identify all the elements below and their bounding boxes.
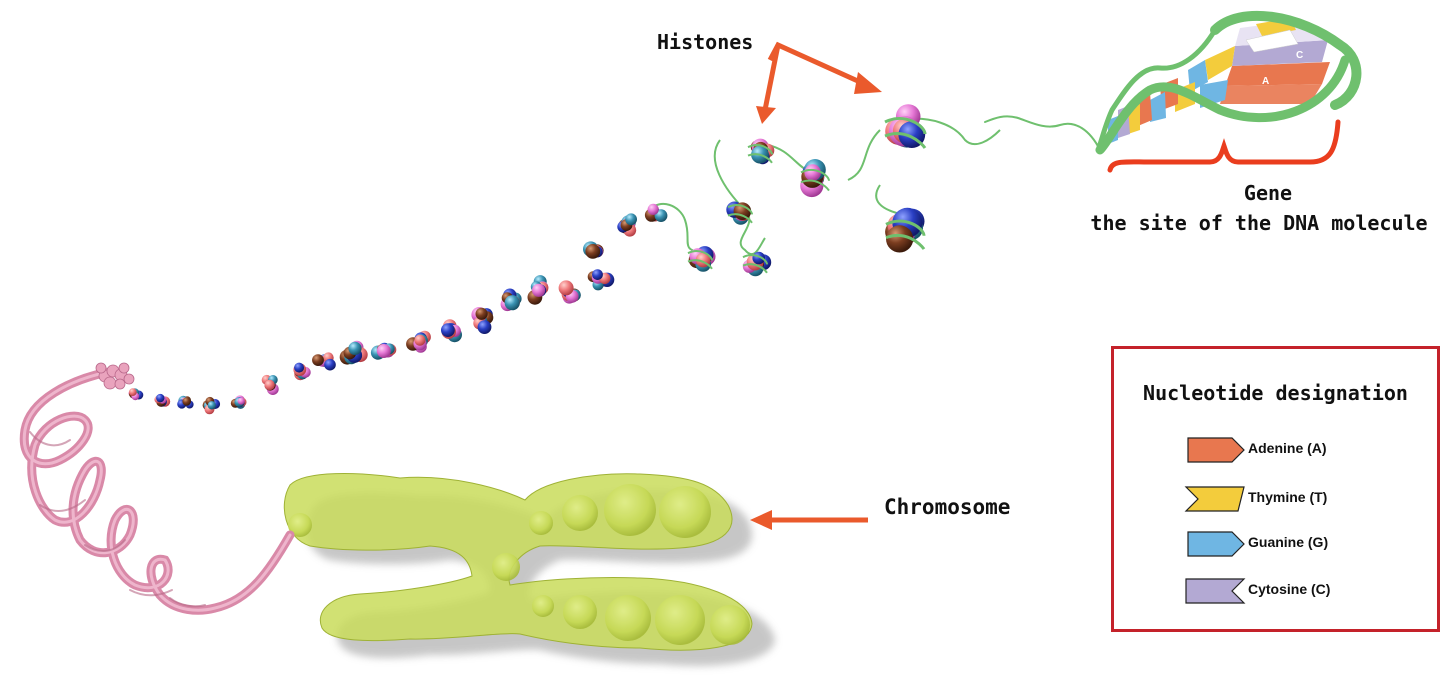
dna-letter-a: A (1262, 76, 1269, 87)
histone-bead (324, 358, 336, 371)
nucleosome-cluster (644, 203, 668, 223)
nucleosome-fiber (128, 104, 1001, 415)
nucleosome-cluster (687, 246, 716, 272)
histone-bead (376, 344, 391, 358)
gene-label-title: Gene (1243, 181, 1293, 205)
histone-bead (804, 164, 821, 181)
histone-bead (156, 393, 165, 403)
fiber-head (95, 362, 135, 390)
histone-bead (128, 388, 137, 396)
histone-bead (264, 379, 275, 391)
histone-bead (532, 283, 546, 297)
nucleosome-cluster (293, 362, 311, 381)
base-pairs (1108, 18, 1330, 144)
nucleosome-cluster (500, 288, 522, 312)
nucleosome-cluster (726, 201, 753, 225)
nucleosome-cluster (583, 241, 604, 259)
nucleosome-cluster (202, 396, 221, 415)
chromosome (283, 473, 775, 666)
nucleosome-cluster (587, 269, 615, 291)
legend-label-cytosine: Cytosine (C) (1248, 581, 1331, 597)
guanine-swatch-icon (1187, 531, 1245, 557)
nucleosome-cluster (230, 395, 247, 409)
nucleosome-cluster (558, 280, 581, 304)
nucleotide-legend: Nucleotide designation Adenine (A) Thymi… (1111, 346, 1440, 632)
histone-bead (348, 341, 362, 355)
histone-arrows (756, 41, 882, 124)
gene-label: Gene the site of the DNA molecule (1084, 178, 1434, 238)
histones-label: Histones (657, 30, 754, 54)
dna-wrap (747, 144, 773, 164)
gene-bracket (1107, 119, 1341, 173)
histone-bead (647, 203, 659, 215)
nucleosome-cluster (527, 275, 549, 305)
nucleosome-cluster (471, 307, 494, 334)
dna-wrap (687, 250, 713, 270)
arrowhead-right (854, 72, 882, 94)
histone-bead (477, 320, 492, 334)
histone-bead (414, 334, 426, 346)
nucleosome-cluster (742, 251, 772, 277)
nucleosome-cluster (339, 340, 368, 365)
nucleosome-cluster (884, 104, 927, 149)
legend-title: Nucleotide designation (1143, 381, 1408, 405)
histone-bead (207, 401, 216, 410)
nucleosome-cluster (261, 374, 279, 395)
legend-label-thymine: Thymine (T) (1248, 489, 1328, 505)
dna-wrap (800, 168, 830, 192)
nucleosome-cluster (177, 395, 194, 409)
histone-bead (504, 295, 520, 311)
chromosome-label: Chromosome (884, 495, 1011, 519)
dna-wrap (742, 254, 768, 274)
histone-bead (886, 225, 914, 253)
histone-bead (625, 213, 637, 226)
chromosome-lobes (288, 484, 750, 645)
histone-bead (312, 354, 324, 366)
histone-bead (592, 269, 603, 280)
dna-backbone (984, 10, 1362, 155)
thymine-swatch-icon (1184, 486, 1245, 512)
histone-bead (294, 362, 305, 373)
nucleosome-cluster (617, 213, 637, 237)
histone-bead (237, 397, 245, 405)
nucleosome-cluster (747, 138, 775, 165)
legend-label-adenine: Adenine (A) (1248, 440, 1327, 456)
adenine-swatch-icon (1187, 437, 1245, 463)
nucleosome-cluster (370, 342, 397, 360)
histone-bead (585, 244, 601, 259)
histone-bead (475, 307, 488, 320)
cytosine-swatch-icon (1185, 578, 1246, 604)
dna-wrap (885, 219, 926, 251)
dna-double-helix: A C (984, 10, 1362, 155)
nucleosome-cluster (128, 388, 144, 401)
dna-wrap (884, 117, 927, 149)
dna-letter-c: C (1296, 50, 1303, 61)
chromosome-arrow (750, 510, 868, 530)
histone-bead (558, 280, 574, 296)
gene-label-description: the site of the DNA molecule (1090, 211, 1428, 235)
nucleosome-cluster (441, 319, 462, 343)
nucleosome-cluster (154, 393, 171, 407)
nucleosome-cluster (885, 207, 926, 253)
legend-label-guanine: Guanine (G) (1248, 534, 1329, 550)
coiled-fiber (19, 362, 295, 615)
nucleosome-cluster (406, 330, 431, 353)
arrowhead-down (756, 106, 776, 124)
histone-bead (441, 323, 455, 337)
nucleosome-cluster (800, 159, 830, 198)
linker-dna (649, 117, 1001, 256)
histone-bead (182, 397, 191, 406)
nucleosome-cluster (312, 352, 336, 371)
dna-wrap (727, 204, 753, 224)
